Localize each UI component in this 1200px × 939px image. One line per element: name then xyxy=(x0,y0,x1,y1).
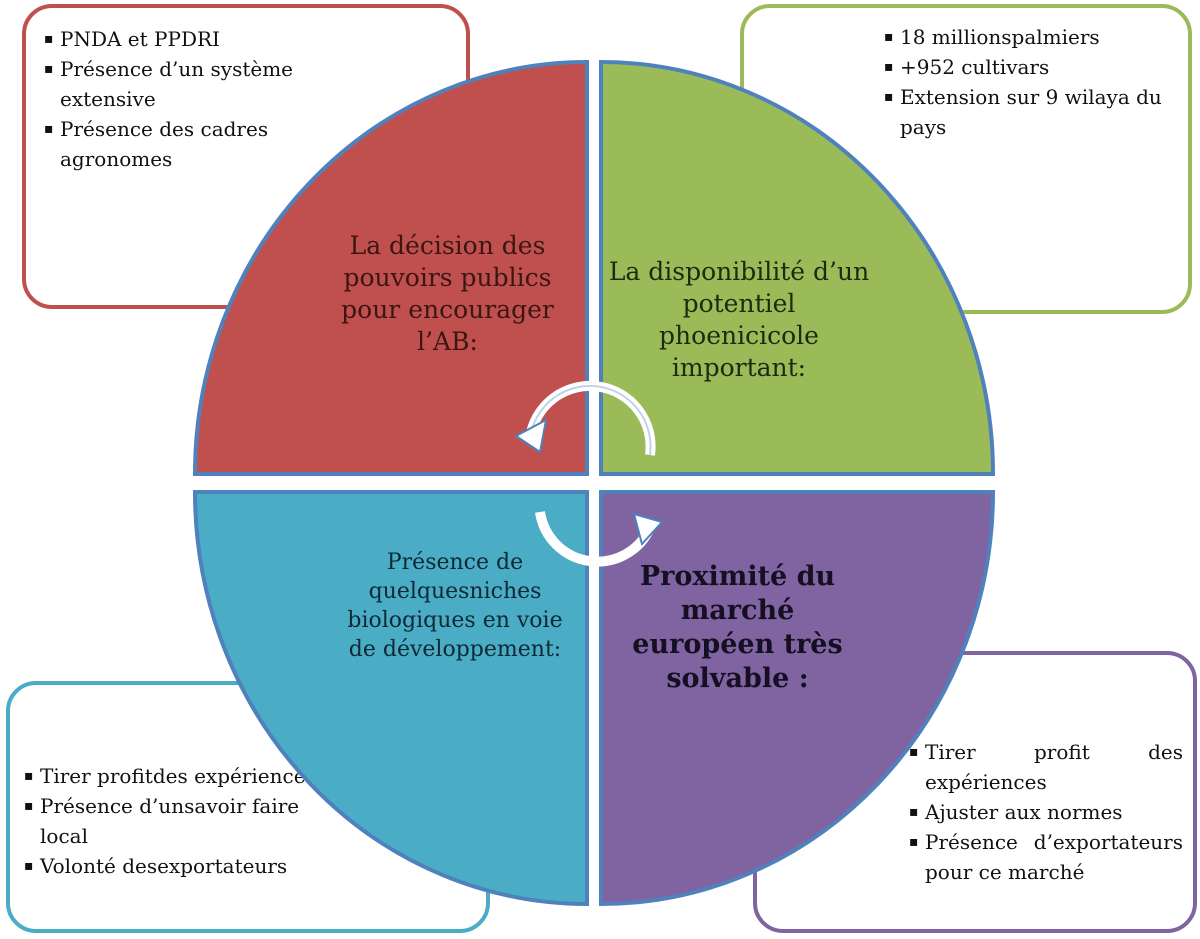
quadrant-public-policy xyxy=(192,59,589,476)
quadrant-label-organic-niches: Présence de quelquesniches biologiques e… xyxy=(347,550,563,662)
callout-item: Présence d’un système extensive xyxy=(44,54,314,114)
callout-list-public-policy: PNDA et PPDRI Présence d’un système exte… xyxy=(44,24,314,174)
callout-item: Présence d’unsavoir faire local xyxy=(24,791,336,851)
quadrant-european-market xyxy=(599,490,996,907)
cycle-arrowhead-right xyxy=(632,512,664,547)
callout-item: 18 millionspalmiers xyxy=(884,22,1172,52)
callout-list-organic-niches: Tirer profitdes expériences Présence d’u… xyxy=(24,761,336,881)
callout-item: Tirer profitdes expériences xyxy=(24,761,336,791)
callout-item: Tirer profit des expériences xyxy=(909,737,1183,797)
callout-item: +952 cultivars xyxy=(884,52,1172,82)
quadrant-label-european-market: Proximité du marché européen très solvab… xyxy=(632,561,843,694)
cycle-arrow-top xyxy=(525,380,656,456)
callout-list-date-palm-potential: 18 millionspalmiers +952 cultivars Exten… xyxy=(884,22,1172,142)
callout-item: PNDA et PPDRI xyxy=(44,24,314,54)
callout-item: Présence d’exportateurs pour ce marché xyxy=(909,827,1183,887)
cycle-arrowhead-left xyxy=(514,418,548,454)
cycle-arrow-top-outline xyxy=(529,384,652,456)
callout-item: Extension sur 9 wilaya du pays xyxy=(884,82,1172,142)
cycle-arrow-bottom xyxy=(535,511,655,567)
quadrant-label-date-palm-potential: La disponibilité d’un potentiel phoenici… xyxy=(608,257,870,382)
quadrant-label-public-policy: La décision des pouvoirs publics pour en… xyxy=(341,231,554,356)
callout-list-european-market: Tirer profit des expériences Ajuster aux… xyxy=(909,737,1183,887)
callout-item: Ajuster aux normes xyxy=(909,797,1183,827)
quadrant-date-palm-potential xyxy=(599,59,996,476)
callout-item: Volonté desexportateurs xyxy=(24,851,336,881)
quadrant-organic-niches xyxy=(192,490,589,907)
callout-item: Présence des cadres agronomes xyxy=(44,114,314,174)
